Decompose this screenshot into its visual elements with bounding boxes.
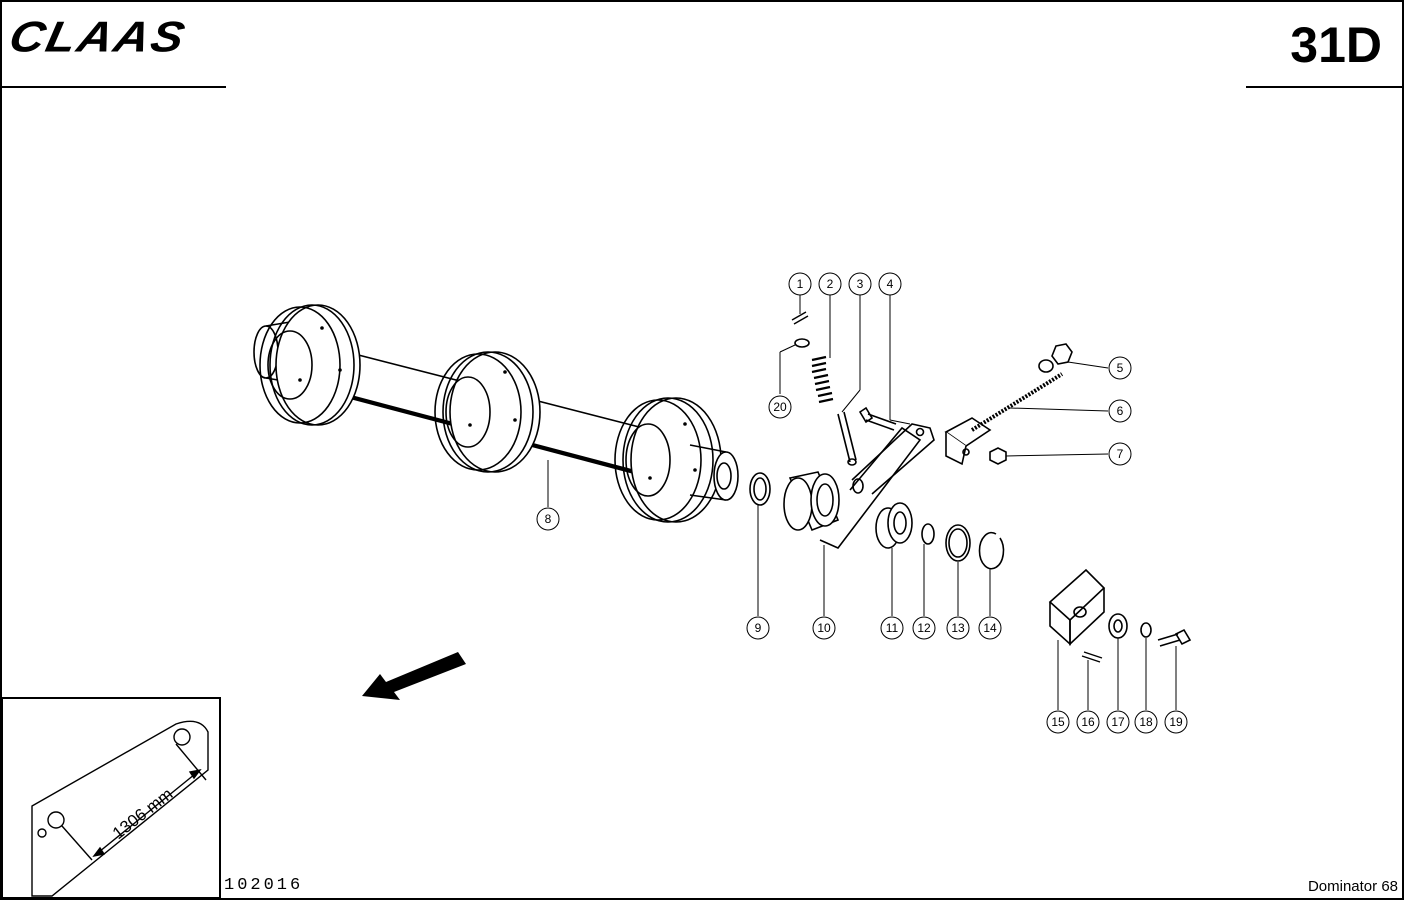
callout-2: 2 <box>818 272 842 296</box>
callout-15: 15 <box>1046 710 1070 734</box>
exploded-parts <box>749 311 1192 663</box>
callout-3-label: 3 <box>857 277 864 291</box>
callout-18-label: 18 <box>1139 715 1153 729</box>
callout-17-label: 17 <box>1111 715 1125 729</box>
document-number: 102016 <box>224 876 304 895</box>
callout-18: 18 <box>1134 710 1158 734</box>
callout-5: 5 <box>1108 356 1132 380</box>
callout-labels: 1 2 3 4 5 6 7 8 9 10 11 12 13 14 15 16 1… <box>536 272 1188 734</box>
leader-lines <box>547 295 1177 710</box>
inset-detail: 1306 mm <box>1 697 221 899</box>
callout-9: 9 <box>746 616 770 640</box>
callout-20-label: 20 <box>773 400 787 414</box>
callout-2-label: 2 <box>827 277 834 291</box>
model-name: Dominator 68 <box>1307 878 1398 895</box>
shaft-assembly <box>253 304 739 523</box>
callout-10: 10 <box>812 616 836 640</box>
callout-1-label: 1 <box>797 277 804 291</box>
callout-4-label: 4 <box>887 277 894 291</box>
callout-13-label: 13 <box>951 621 965 635</box>
callout-16-label: 16 <box>1081 715 1095 729</box>
callout-7-label: 7 <box>1117 447 1124 461</box>
callout-11-label: 11 <box>886 621 899 635</box>
header-rule-left <box>0 86 226 88</box>
callout-1: 1 <box>788 272 812 296</box>
callout-12-label: 12 <box>917 621 931 635</box>
direction-arrow <box>362 652 466 700</box>
callout-13: 13 <box>946 616 970 640</box>
callout-19-label: 19 <box>1169 715 1183 729</box>
callout-9-label: 9 <box>755 621 762 635</box>
callout-11: 11 <box>880 616 904 640</box>
callout-14: 14 <box>978 616 1002 640</box>
callout-4: 4 <box>878 272 902 296</box>
callout-10-label: 10 <box>817 621 831 635</box>
callout-3: 3 <box>848 272 872 296</box>
callout-17: 17 <box>1106 710 1130 734</box>
callout-6-label: 6 <box>1117 404 1124 418</box>
callout-16: 16 <box>1076 710 1100 734</box>
callout-7: 7 <box>1108 442 1132 466</box>
callout-20: 20 <box>768 395 792 419</box>
page-code: 31D <box>1290 17 1382 73</box>
callout-8-label: 8 <box>545 512 552 526</box>
header-rule-right <box>1246 86 1404 88</box>
callout-15-label: 15 <box>1051 715 1065 729</box>
callout-14-label: 14 <box>983 621 997 635</box>
callout-5-label: 5 <box>1117 361 1124 375</box>
callout-8: 8 <box>536 507 560 531</box>
callout-19: 19 <box>1164 710 1188 734</box>
callout-12: 12 <box>912 616 936 640</box>
callout-6: 6 <box>1108 399 1132 423</box>
